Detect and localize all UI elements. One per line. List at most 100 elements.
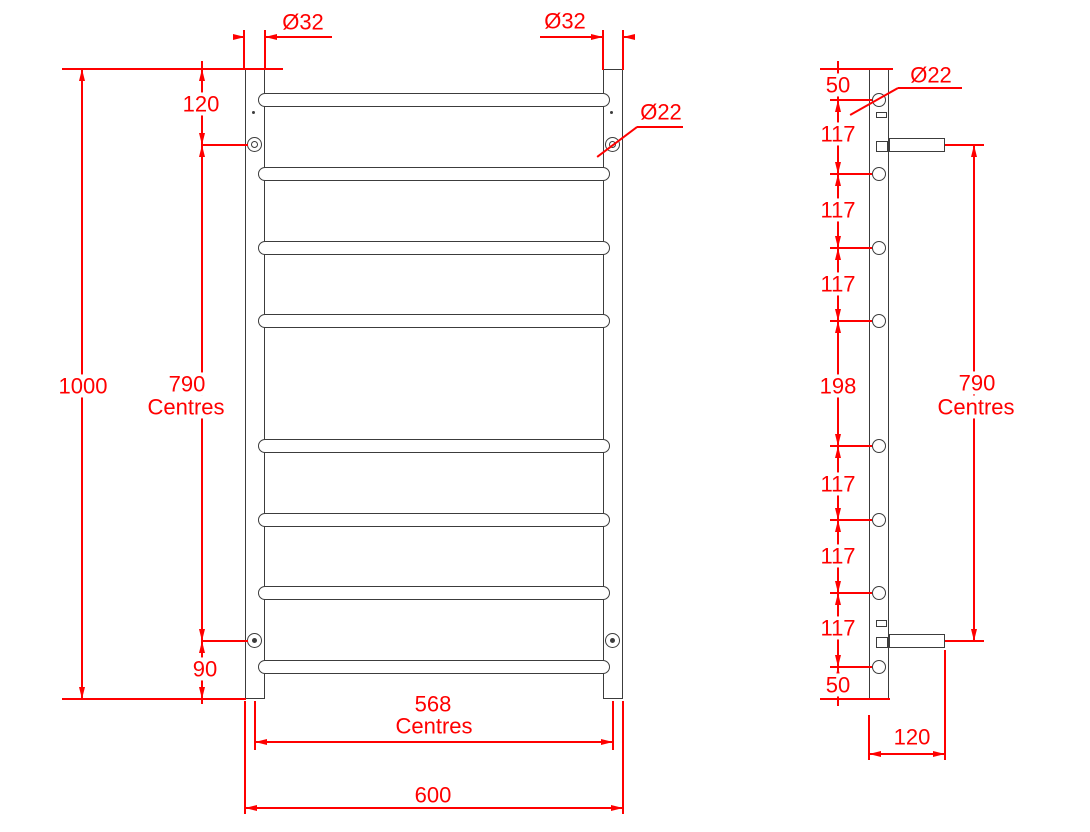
dim-label-chain-seg: 117 xyxy=(817,198,859,222)
extension-line xyxy=(254,701,256,750)
dim-arrow xyxy=(601,738,613,745)
chain-connector-line xyxy=(830,99,872,101)
dim-arrow xyxy=(869,750,881,757)
bracket-connector-line xyxy=(202,144,248,146)
dim-label-chain-seg: 117 xyxy=(817,616,859,640)
rail-tube-end xyxy=(872,241,886,255)
dim-label-dia22-bracket: Ø22 xyxy=(637,100,685,124)
dim-arrow xyxy=(970,629,977,641)
dim-arrow xyxy=(834,162,841,174)
side-bracket-arm xyxy=(889,138,945,152)
dim-label-rail-centres-unit: Centres xyxy=(392,714,476,738)
chain-connector-line xyxy=(820,698,890,700)
dim-line-overall-width xyxy=(245,807,623,809)
front-left-post xyxy=(245,69,265,699)
dim-arrow xyxy=(590,33,603,40)
dim-label-dia32-left: Ø32 xyxy=(279,10,327,34)
dim-arrow xyxy=(245,804,257,811)
dim-arrow xyxy=(78,687,85,699)
extension-line xyxy=(244,701,246,814)
rail-bar xyxy=(258,93,610,107)
extension-line xyxy=(62,698,246,700)
dim-label-bracket-centres: 790 xyxy=(165,372,209,396)
chain-connector-line xyxy=(830,592,872,594)
dim-label-overall-width: 600 xyxy=(411,783,455,807)
extension-line xyxy=(868,715,870,760)
dim-arrow xyxy=(834,309,841,321)
rail-tube-end xyxy=(872,167,886,181)
dim-label-chain-seg: 50 xyxy=(822,673,854,697)
rail-tube-end xyxy=(872,439,886,453)
rail-bar xyxy=(258,167,610,181)
dim-arrow xyxy=(611,804,623,811)
rail-bar xyxy=(258,314,610,328)
dim-arrow xyxy=(970,145,977,157)
dim-arrow xyxy=(198,641,205,653)
dim-arrow xyxy=(834,581,841,593)
dim-label-rail-centres: 568 xyxy=(411,692,455,716)
dim-label-depth: 120 xyxy=(890,725,934,749)
dim-arrow xyxy=(834,593,841,605)
dim-line-depth xyxy=(869,753,945,755)
dim-arrow xyxy=(834,434,841,446)
mounting-bracket-dot xyxy=(610,638,615,643)
rail-tube-end xyxy=(872,586,886,600)
dim-arrow xyxy=(198,69,205,81)
chain-connector-line xyxy=(830,173,872,175)
dim-arrow xyxy=(264,33,277,40)
extension-line xyxy=(945,640,984,642)
leader-underline-dia22 xyxy=(637,126,683,128)
dim-label-dia32-right: Ø32 xyxy=(541,9,589,33)
extension-line xyxy=(612,701,614,750)
rail-tube-end xyxy=(872,513,886,527)
dim-arrow xyxy=(834,508,841,520)
dim-label-dia22-rail: Ø22 xyxy=(907,63,955,87)
dim-arrow xyxy=(622,33,635,40)
dim-arrow xyxy=(198,133,205,145)
extension-line xyxy=(622,701,624,814)
front-right-post xyxy=(603,69,623,699)
dim-arrow xyxy=(834,236,841,248)
dim-arrow xyxy=(834,100,841,112)
rail-bar xyxy=(258,241,610,255)
dim-label-chain-seg: 198 xyxy=(816,374,860,398)
rail-tube-end xyxy=(872,660,886,674)
extension-line xyxy=(602,30,604,70)
dim-arrow xyxy=(198,687,205,699)
dim-arrow xyxy=(834,667,841,679)
dim-label-top-offset: 120 xyxy=(179,92,223,116)
dim-arrow xyxy=(78,69,85,81)
dim-arrow xyxy=(834,655,841,667)
chain-connector-line xyxy=(830,247,872,249)
dim-arrow xyxy=(834,520,841,532)
dim-label-bottom-offset: 90 xyxy=(189,657,221,681)
side-screw-tab xyxy=(876,112,887,118)
dim-arrow xyxy=(834,446,841,458)
chain-connector-line xyxy=(830,445,872,447)
dim-label-bracket-centres-unit: Centres xyxy=(934,395,1018,419)
dim-line-rail-centres xyxy=(255,741,613,743)
side-screw-tab xyxy=(876,620,887,627)
extension-line xyxy=(622,30,624,70)
dim-arrow xyxy=(198,145,205,157)
dim-arrow xyxy=(933,750,945,757)
dim-label-overall-height: 1000 xyxy=(55,374,111,398)
dim-arrow xyxy=(255,738,267,745)
side-bracket-base xyxy=(876,141,888,152)
dim-arrow xyxy=(834,174,841,186)
extension-line xyxy=(264,30,266,70)
dim-label-chain-seg: 117 xyxy=(817,272,859,296)
dim-label-chain-seg: 117 xyxy=(817,544,859,568)
rail-bar xyxy=(258,513,610,527)
dim-label-bracket-centres: 790 xyxy=(955,371,999,395)
chain-connector-line xyxy=(830,666,872,668)
dim-arrow xyxy=(834,248,841,260)
screw-hole-dot xyxy=(610,111,613,114)
bracket-connector-line xyxy=(202,640,248,642)
dim-label-chain-seg: 50 xyxy=(822,73,854,97)
dim-label-chain-seg: 117 xyxy=(817,472,859,496)
mounting-bracket-dot xyxy=(252,638,257,643)
extension-line xyxy=(945,144,984,146)
dim-label-bracket-centres-unit: Centres xyxy=(144,395,228,419)
